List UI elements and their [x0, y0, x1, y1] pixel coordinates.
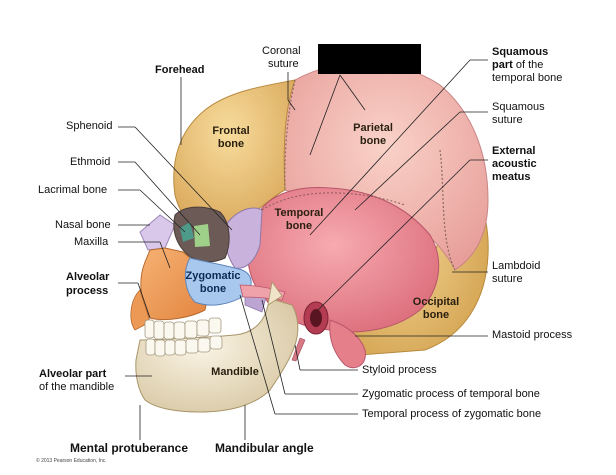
bone-label-occipital-line1: Occipital: [412, 296, 460, 308]
label-squamous-part-of: of the: [515, 59, 544, 71]
label-maxilla: Maxilla: [74, 236, 109, 248]
bone-label-zygomatic-line1: Zygomatic: [185, 270, 241, 282]
bone-label-frontal-line2: bone: [217, 138, 245, 150]
label-ethmoid: Ethmoid: [70, 156, 111, 168]
label-forehead: Forehead: [155, 64, 205, 76]
label-lacrimal-bone: Lacrimal bone: [38, 184, 108, 196]
bone-label-temporal-line1: Temporal: [274, 207, 324, 219]
nasal-bone: [139, 214, 176, 251]
label-nasal-bone: Nasal bone: [55, 219, 111, 231]
label-squamous-part-word: part: [492, 59, 513, 71]
label-alveolar-part-line2: of the mandible: [39, 381, 115, 393]
bone-label-frontal-line1: Frontal: [212, 125, 250, 137]
label-mandibular-angle: Mandibular angle: [215, 441, 314, 455]
bone-label-occipital-line2: bone: [422, 309, 450, 321]
lambdoid-suture-line: [439, 149, 456, 271]
label-mastoid-process: Mastoid process: [492, 329, 573, 341]
redacted-label-box: [318, 44, 421, 74]
label-squamous-suture-line1: Squamous: [492, 101, 545, 113]
bone-label-parietal-line2: bone: [359, 135, 387, 147]
leader-lines: [118, 59, 488, 440]
mandible-bone: [135, 299, 299, 413]
label-lambdoid-suture-line1: Lambdoid: [492, 260, 541, 272]
label-temporal-process-of-zygomatic: Temporal process of zygomatic bone: [362, 408, 542, 420]
label-external-acoustic-line2: acoustic: [492, 158, 537, 170]
bone-label-mandible: Mandible: [211, 366, 259, 378]
label-lambdoid-suture-line2: suture: [492, 273, 523, 285]
upper-teeth: [144, 317, 222, 340]
bone-label-zygomatic-line2: bone: [199, 283, 227, 295]
label-coronal-suture-line1: Coronal: [262, 45, 301, 57]
label-coronal-suture-line2: suture: [268, 58, 299, 70]
lacrimal-bone: [180, 222, 194, 242]
label-alveolar-process-line2: process: [66, 285, 109, 297]
label-external-acoustic-line3: meatus: [492, 171, 531, 183]
bone-label-parietal-line1: Parietal: [353, 122, 393, 134]
label-styloid-process: Styloid process: [362, 364, 437, 376]
label-squamous-part-line2: part of the: [492, 59, 543, 72]
label-squamous-part-line3: temporal bone: [492, 72, 563, 84]
label-zygomatic-process-of-temporal: Zygomatic process of temporal bone: [362, 388, 540, 400]
label-external-acoustic-line1: External: [492, 145, 536, 157]
copyright-notice: © 2013 Pearson Education, Inc.: [36, 458, 107, 464]
label-sphenoid: Sphenoid: [66, 120, 113, 132]
ethmoid-bone: [194, 224, 210, 247]
bone-label-temporal-line2: bone: [285, 220, 313, 232]
label-alveolar-process-line1: Alveolar: [66, 271, 110, 283]
label-mental-protuberance: Mental protuberance: [70, 441, 189, 455]
styloid-process: [291, 337, 306, 362]
label-alveolar-part-line1: Alveolar part: [39, 368, 107, 380]
mastoid-process: [329, 319, 366, 369]
lower-teeth: [145, 335, 223, 357]
label-squamous-part-line1: Squamous: [492, 46, 549, 58]
label-squamous-suture-line2: suture: [492, 114, 523, 126]
